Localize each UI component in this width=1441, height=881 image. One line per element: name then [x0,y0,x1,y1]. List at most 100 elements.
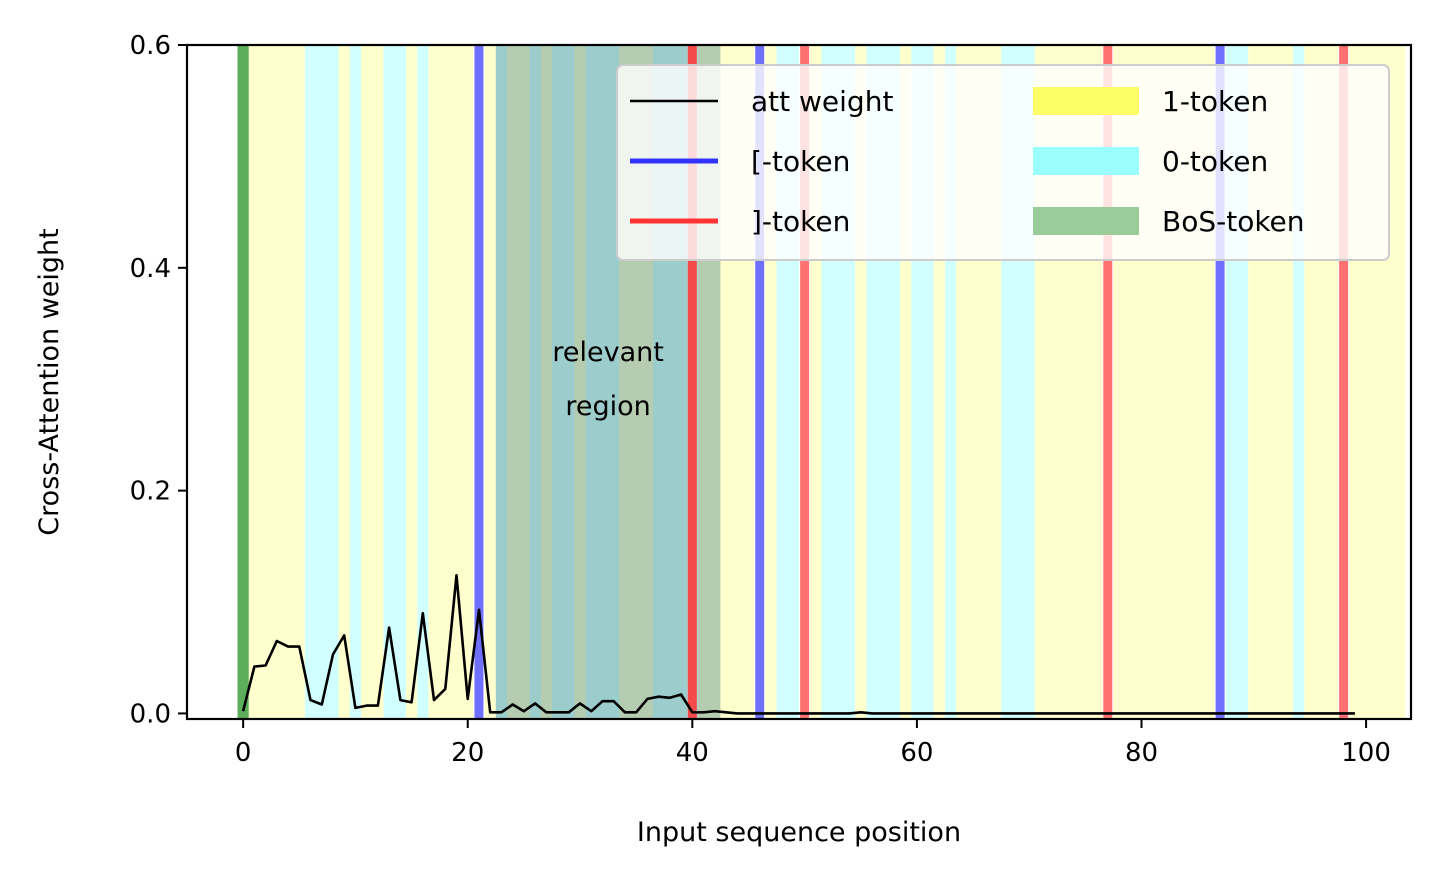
y-tick-label: 0.0 [130,699,171,729]
one-token-band [1135,45,1148,719]
legend: att weight [-token ]-token 1-token 0-tokenBo… [616,64,1390,261]
one-token-band [1360,45,1372,719]
zero-token-band [563,45,575,719]
legend-label: 1-token [1162,85,1268,118]
zero-token-band [349,45,362,719]
zero-token-band [1225,45,1237,719]
y-tick-label: 0.2 [130,477,171,507]
one-token-band [1394,45,1406,719]
zero-token-band [596,45,609,719]
one-token-band [372,45,384,719]
zero-token-band [495,45,508,719]
zero-token-band [821,45,833,719]
annotation-text: relevant [552,337,663,368]
one-token-band [1034,45,1047,719]
zero-token-band [787,45,799,719]
one-token-band [1248,45,1260,719]
one-token-band [630,45,642,719]
one-token-band [484,45,496,719]
zero-token-band [888,45,901,719]
one-token-band [1057,45,1069,719]
one-token-band [956,45,968,719]
zero-token-band [776,45,788,719]
one-token-band [338,45,350,719]
one-token-band [1158,45,1170,719]
one-token-band [765,45,777,719]
one-token-band [428,45,440,719]
legend-label: BoS-token [1162,205,1305,238]
zero-token-band [585,45,597,719]
zero-token-band [1001,45,1013,719]
one-token-band [1169,45,1181,719]
zero-token-band [922,45,934,719]
zero-token-band [551,45,564,719]
one-token-band [1068,45,1080,719]
one-token-band [1371,45,1383,719]
one-token-band [1046,45,1058,719]
one-token-band [518,45,530,719]
zero-token-band [1293,45,1305,719]
x-tick-label: 20 [451,738,484,768]
legend-label: 0-token [1162,145,1268,178]
zero-token-band [843,45,856,719]
x-tick-label: 40 [676,738,709,768]
x-tick-label: 100 [1341,738,1391,768]
one-token-band [641,45,654,719]
one-token-band [1270,45,1282,719]
one-token-band [1203,45,1215,719]
legend-box [616,64,1390,261]
one-token-band [810,45,822,719]
one-token-band [978,45,990,719]
one-token-band [1180,45,1193,719]
one-token-band [1281,45,1294,719]
one-token-band [361,45,373,719]
x-tick-label: 80 [1125,738,1158,768]
y-tick-label: 0.4 [130,254,171,284]
zero-token-band [866,45,878,719]
zero-token-band [316,45,328,719]
att-weight-line [241,573,1355,715]
zero-token-band [383,45,395,719]
one-token-band [1259,45,1271,719]
one-token-band [462,45,474,719]
one-token-band [742,45,755,719]
zero-token-band [1023,45,1035,719]
one-token-band [1079,45,1091,719]
zero-token-band [911,45,923,719]
zero-token-band [608,45,620,719]
annotation-text: region [565,391,650,422]
zero-token-band [394,45,406,719]
one-token-band [731,45,743,719]
legend-patch-swatch [1033,207,1139,235]
annotation-layer: relevant region [552,337,663,422]
legend-label: ]-token [751,205,850,238]
token-band-layer [237,45,1406,719]
one-token-band [507,45,519,719]
one-token-band [1315,45,1327,719]
one-token-band [574,45,586,719]
zero-token-band [417,45,429,719]
one-token-band [1090,45,1103,719]
one-token-band [271,45,283,719]
zero-token-band [1236,45,1249,719]
one-token-band [855,45,867,719]
zero-token-band [877,45,889,719]
one-token-band [1124,45,1136,719]
one-token-band [900,45,912,719]
legend-patch-swatch [1033,87,1139,115]
y-tick-label: 0.6 [130,31,171,61]
legend-label: [-token [751,145,850,178]
zero-token-band [327,45,339,719]
one-token-band [1349,45,1361,719]
one-token-band [933,45,945,719]
legend-label: att weight [751,85,893,118]
plot-frame [185,43,1413,721]
zero-token-band [304,45,317,719]
one-token-band [989,45,1002,719]
one-token-band [709,45,721,719]
zero-token-band [944,45,957,719]
zero-token-band [1012,45,1024,719]
one-token-band [720,45,732,719]
